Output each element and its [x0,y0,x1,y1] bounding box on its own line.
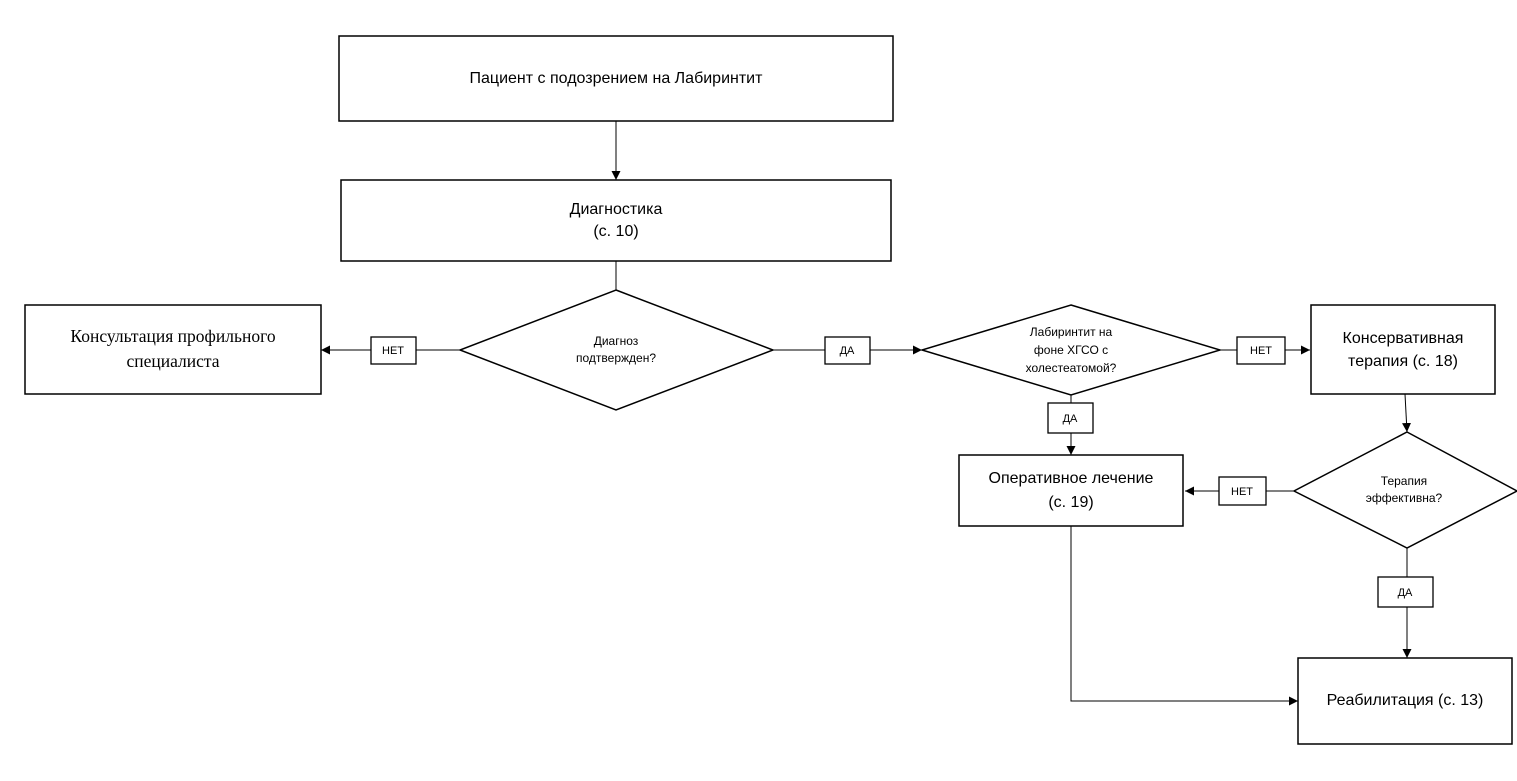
node-diagnostics: Диагностика (с. 10) [340,179,892,262]
arrow-surgery-to-rehabilitation [1070,526,1298,706]
decision-cholesteatoma-line2: фоне ХГСО с [1034,343,1108,357]
node-surgical-treatment-line1: Оперативное лечение [989,470,1154,487]
node-rehabilitation-text: Реабилитация (с. 13) [1327,692,1484,709]
node-patient-text: Пациент с подозрением на Лабиринтит [470,70,764,87]
decision-cholesteatoma: Лабиринтит на фоне ХГСО с холестеатомой? [919,304,1223,396]
node-conservative-therapy: Консервативная терапия (с. 18) [1310,304,1496,395]
edge-label-no-consultation: НЕТ [370,336,417,365]
edge-label-no-surgery: НЕТ [1218,476,1267,506]
edge-label-no-conservative: НЕТ [1236,336,1286,365]
node-specialist-consultation: Консультация профильного специалиста [24,304,322,395]
edge-label-text: НЕТ [1250,345,1272,357]
node-diagnostics-title: Диагностика [570,201,663,218]
edge-label-yes-surgery: ДА [1047,402,1094,434]
node-specialist-consultation-line2: специалиста [126,351,219,371]
decision-cholesteatoma-line3: холестеатомой? [1026,361,1117,375]
decision-diagnosis-confirmed-line1: Диагноз [594,334,639,348]
edge-label-text: НЕТ [1231,486,1253,498]
decision-diagnosis-confirmed: Диагноз подтвержден? [457,289,776,411]
node-diagnostics-page: (с. 10) [593,223,638,240]
decision-therapy-effective-line1: Терапия [1381,474,1427,488]
edge-label-text: ДА [1398,587,1413,599]
node-specialist-consultation-line1: Консультация профильного [70,326,275,346]
edge-label-text: ДА [1063,413,1078,425]
edge-label-yes-cholesteatoma: ДА [824,336,871,365]
node-patient: Пациент с подозрением на Лабиринтит [338,35,894,122]
node-conservative-therapy-line2: терапия (с. 18) [1348,353,1458,370]
decision-cholesteatoma-line1: Лабиринтит на [1030,325,1113,339]
node-surgical-treatment: Оперативное лечение (с. 19) [958,454,1184,527]
arrow-conservative-to-effective [1402,393,1412,433]
node-rehabilitation: Реабилитация (с. 13) [1297,657,1513,745]
edge-label-yes-rehabilitation: ДА [1377,576,1434,608]
edge-label-text: ДА [840,345,855,357]
node-conservative-therapy-line1: Консервативная [1343,330,1464,347]
decision-diagnosis-confirmed-line2: подтвержден? [576,351,656,365]
node-surgical-treatment-line2: (с. 19) [1048,494,1093,511]
decision-therapy-effective-line2: эффективна? [1366,491,1443,505]
decision-therapy-effective: Терапия эффективна? [1292,431,1517,549]
edge-label-text: НЕТ [382,345,404,357]
